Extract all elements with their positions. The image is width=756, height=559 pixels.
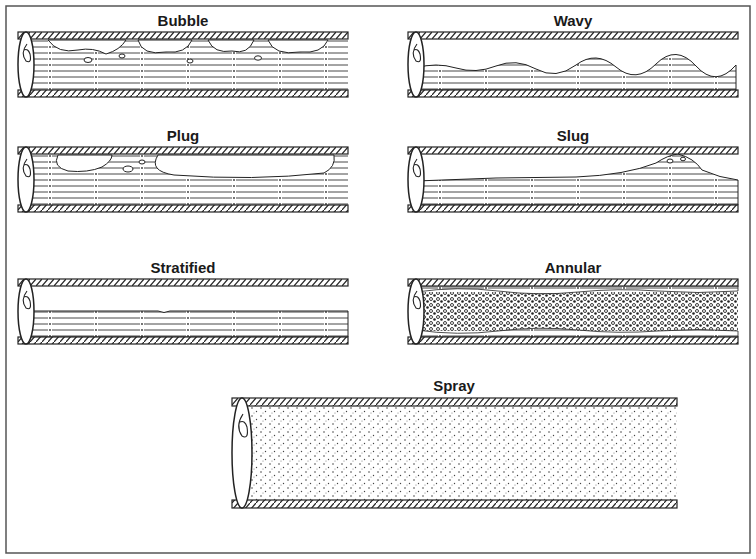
regime-label: Annular [545,260,602,277]
regime-label: Wavy [554,13,593,30]
regime-label: Bubble [158,13,209,30]
regime-label: Stratified [150,260,215,277]
regime-label: Slug [557,128,590,145]
regime-label: Spray [433,378,475,395]
regime-label: Plug [167,128,200,145]
